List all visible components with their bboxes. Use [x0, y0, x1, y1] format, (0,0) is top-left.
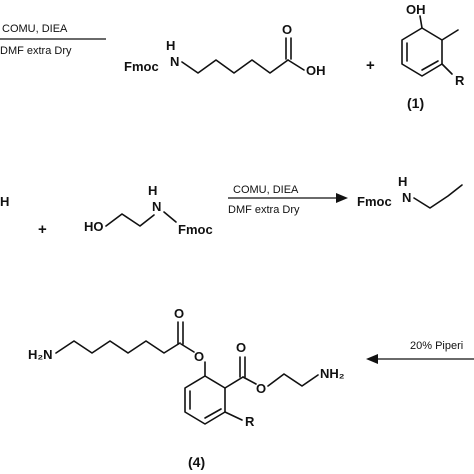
- bottom-aryl-r: R: [245, 414, 255, 429]
- top-acid-oh: OH: [306, 63, 326, 78]
- top-fmoc-label: Fmoc: [124, 59, 159, 74]
- middle-ethyl-chain: [105, 213, 155, 227]
- middle-n-fmoc-bond: [163, 211, 177, 223]
- middle-product-chain: [413, 184, 463, 209]
- bottom-ring-double-2: [204, 408, 222, 419]
- top-amine-h: H: [166, 38, 175, 53]
- middle-left-fragment: H: [0, 194, 9, 209]
- bottom-arrow-head: [366, 354, 378, 364]
- bottom-amine-right: NH₂: [320, 366, 345, 381]
- top-ring-carbonyl-bond: [441, 29, 459, 41]
- top-aryl-ring: [401, 27, 443, 77]
- top-solvent: DMF extra Dry: [0, 45, 72, 57]
- bottom-ethyl-chain: [267, 373, 319, 387]
- bottom-ester-o1: O: [174, 306, 184, 321]
- middle-reagents: COMU, DIEA: [233, 184, 299, 196]
- middle-ho-label: HO: [84, 219, 104, 234]
- bottom-c-o2-bond: [242, 376, 257, 385]
- top-alkyl-chain: [181, 59, 289, 74]
- middle-amine-n: N: [152, 199, 161, 214]
- top-ring-oh-bond: [419, 15, 423, 29]
- top-acid-o: O: [282, 22, 292, 37]
- middle-product-amine-h: H: [398, 174, 407, 189]
- bottom-ring-carbonyl-bond: [224, 376, 244, 389]
- bottom-aryl-ring: [184, 375, 226, 425]
- step-middle: H + HO H N Fmoc COMU, DIEA DMF extra Dry…: [0, 174, 463, 238]
- step-top: COMU, DIEA DMF extra Dry Fmoc H N O OH +…: [0, 2, 465, 111]
- top-aryl-oh: OH: [406, 2, 426, 17]
- top-compound-label: (1): [407, 95, 424, 111]
- top-reagents: COMU, DIEA: [2, 23, 68, 35]
- bottom-reagent: 20% Piperi: [410, 340, 463, 352]
- bottom-ester-o2: O: [194, 349, 204, 364]
- middle-product-fmoc: Fmoc: [357, 194, 392, 209]
- bottom-compound-label: (4): [188, 454, 205, 470]
- middle-plus: +: [38, 221, 47, 238]
- bottom-c-o-bond: [180, 343, 195, 353]
- middle-amine-h: H: [148, 183, 157, 198]
- bottom-ester-o4: O: [256, 381, 266, 396]
- top-ring-r-bond: [441, 63, 453, 75]
- top-aryl-r: R: [455, 73, 465, 88]
- bottom-ring-r-bond: [224, 411, 243, 421]
- top-ring-double-2: [421, 60, 439, 71]
- top-amine-n: N: [170, 54, 179, 69]
- top-c-oh-bond: [287, 59, 305, 71]
- top-plus: +: [366, 57, 375, 74]
- middle-product-amine-n: N: [402, 190, 411, 205]
- step-bottom: H₂N O O R O O NH₂ (4) 20% Piperi: [28, 306, 474, 470]
- bottom-ester-o3: O: [236, 340, 246, 355]
- middle-fmoc-label: Fmoc: [178, 222, 213, 237]
- middle-arrow-head: [336, 193, 348, 203]
- middle-solvent: DMF extra Dry: [228, 204, 300, 216]
- bottom-alkyl-chain: [55, 340, 181, 354]
- bottom-amine-left: H₂N: [28, 347, 53, 362]
